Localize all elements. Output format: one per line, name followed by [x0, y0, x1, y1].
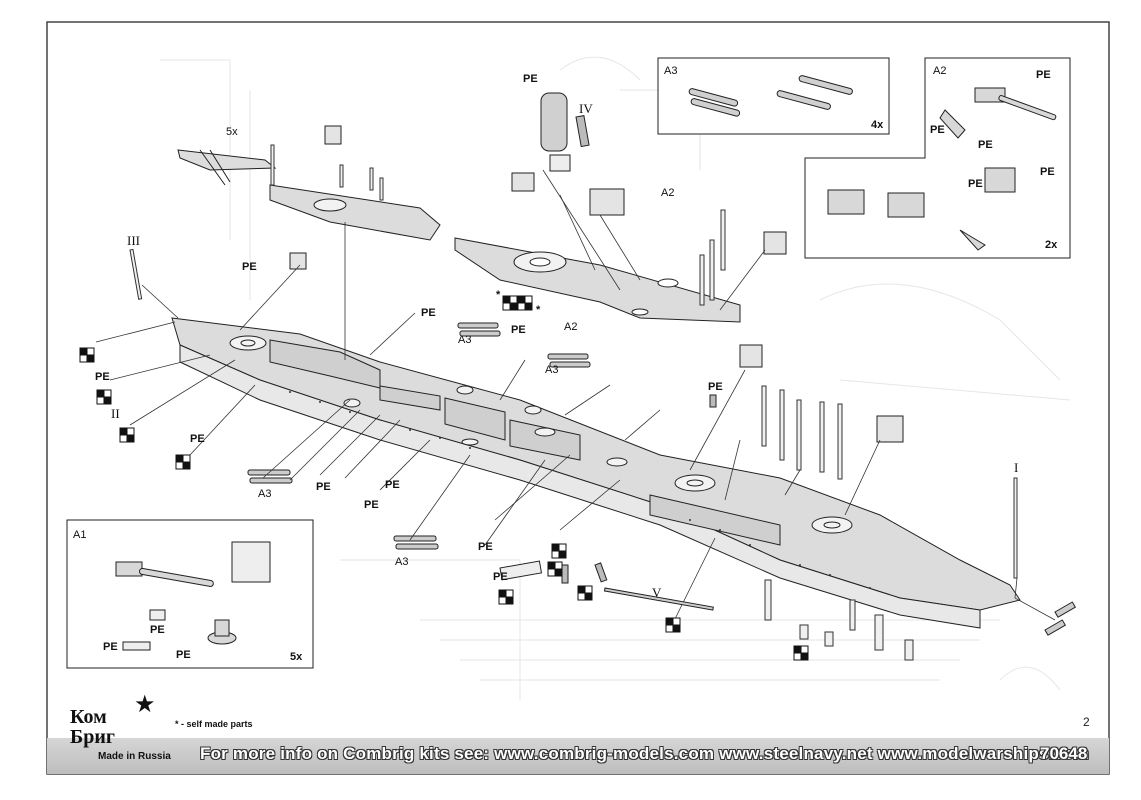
callout-a3-1: A3: [458, 334, 471, 346]
callout-a2-top: A2: [661, 187, 674, 199]
self-made-text: - self made parts: [181, 719, 253, 729]
background-ghost-drawing: [160, 56, 1071, 700]
paint-swatch-markers: [79, 295, 809, 661]
logo-line1: Ком: [70, 706, 107, 728]
pe-label-top: PE: [523, 73, 538, 85]
a2-pe-label-4: PE: [968, 178, 983, 190]
callout-v: V: [652, 585, 662, 600]
a2-pe-label-3: PE: [978, 139, 993, 151]
callout-5x: 5x: [226, 126, 238, 138]
callout-iv: IV: [579, 101, 593, 116]
logo-star-icon: ★: [134, 691, 156, 718]
hull-portholes: [289, 391, 871, 589]
pe-label-lower5: PE: [493, 571, 508, 583]
hull-side: [179, 344, 981, 629]
a2-pe-label-5: PE: [1040, 166, 1055, 178]
self-made-marker-2: *: [536, 304, 541, 316]
pe-label-mid: PE: [708, 381, 723, 393]
inset-a3-title: A3: [664, 65, 677, 77]
inset-a2: [804, 57, 1071, 259]
pe-label-a3: PE: [511, 324, 526, 336]
boat-deck-platform: [454, 237, 741, 323]
callout-a2-mid: A2: [564, 321, 577, 333]
pe-label-bridge: PE: [242, 261, 257, 273]
a1-pe-label-3: PE: [176, 649, 191, 661]
pe-label-lower2: PE: [385, 479, 400, 491]
pe-label-mast: PE: [421, 307, 436, 319]
page-frame: [46, 21, 1110, 775]
logo-line2: Бриг: [70, 726, 115, 748]
pe-label-left1: PE: [95, 371, 110, 383]
part-v-rod: [603, 587, 714, 611]
inset-a3-count: 4x: [871, 119, 884, 131]
a1-pe-label-1: PE: [150, 624, 165, 636]
page-number: 2: [1083, 715, 1090, 729]
pe-label-lower4: PE: [478, 541, 493, 553]
inset-a1: [66, 519, 314, 669]
pe-label-lower3: PE: [364, 499, 379, 511]
callout-a3-4: A3: [395, 556, 408, 568]
combrig-logo: Ком ★ Бриг Made in Russia: [68, 691, 188, 768]
inset-a2-title: A2: [933, 65, 946, 77]
inset-a2-count: 2x: [1045, 239, 1058, 251]
inset-a3: [657, 57, 890, 135]
pe-label-lower1: PE: [316, 481, 331, 493]
callout-iii: III: [127, 233, 140, 248]
hull-superstructures: [269, 339, 781, 546]
footer-info: For more info on Combrig kits see: www.c…: [200, 744, 1090, 763]
a2-pe-label-1: PE: [1036, 69, 1051, 81]
footer-bar: [47, 738, 1109, 774]
bridge-platform: [269, 184, 441, 241]
assembly-leader-lines: [95, 169, 1056, 626]
callout-a3-2: A3: [545, 364, 558, 376]
inset-a1-title: A1: [73, 529, 86, 541]
callout-a3-3: A3: [258, 488, 271, 500]
callout-ii: II: [111, 406, 120, 421]
logo-made-in: Made in Russia: [98, 751, 171, 762]
self-made-marker-1: *: [496, 289, 501, 301]
a1-pe-label-2: PE: [103, 641, 118, 653]
callout-i: I: [1014, 460, 1018, 475]
small-posts: [129, 144, 1018, 661]
pe-ladders: [499, 115, 717, 584]
kit-code: 70648: [1040, 744, 1088, 763]
a2-pe-label-2: PE: [930, 124, 945, 136]
self-made-legend: * - self made parts: [175, 719, 253, 729]
hull-turrets: [229, 335, 853, 534]
pe-label-left2: PE: [190, 433, 205, 445]
inset-a1-count: 5x: [290, 651, 303, 663]
self-made-asterisk: *: [175, 719, 179, 729]
loose-parts: [177, 92, 904, 443]
bow-anchors: [1044, 601, 1077, 636]
